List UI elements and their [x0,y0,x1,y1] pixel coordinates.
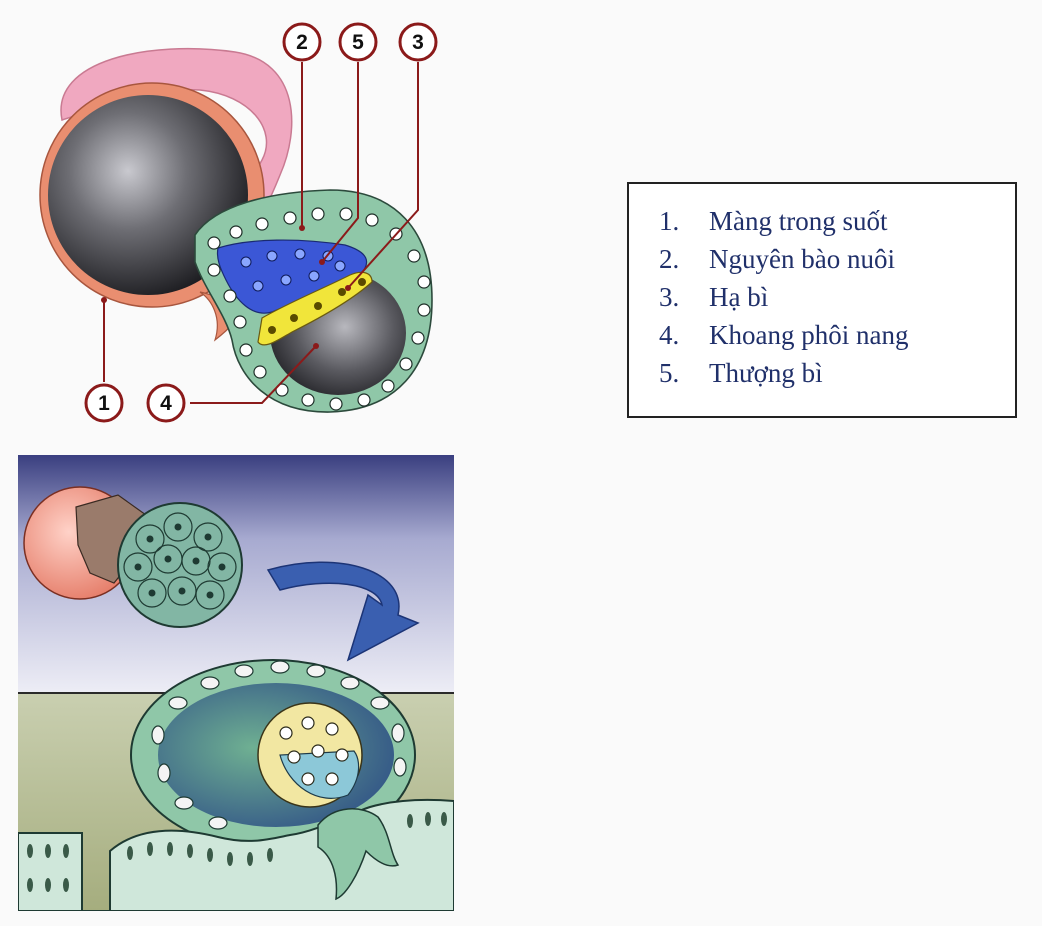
legend-item: 1. Màng trong suốt [659,202,1015,240]
legend-item: 2. Nguyên bào nuôi [659,240,1015,278]
svg-text:5: 5 [352,31,364,54]
cell-nuclei [207,207,431,411]
epithelial-nuclei [27,812,447,892]
leader-lines [103,62,419,404]
curved-arrow [266,561,420,662]
legend-item-number: 5. [659,358,680,388]
morula-nuclei [134,523,226,599]
legend-item-number: 2. [659,244,680,274]
outer-cell-nuclei [151,660,407,830]
callout-5: 5 [338,22,378,62]
legend-item-number: 4. [659,320,680,350]
icm-nuclei [279,716,349,786]
callout-2: 2 [282,22,322,62]
syncytial-projection [317,808,400,901]
legend-item-label: Thượng bì [709,358,823,388]
inner-cell-mass-lower [279,750,360,799]
legend-item: 3. Hạ bì [659,278,1015,316]
leader-dots [101,225,351,349]
morula-cells [123,512,237,610]
legend-item: 4. Khoang phôi nang [659,316,1015,354]
legend-item-label: Màng trong suốt [709,206,888,236]
implantation-illustration [18,455,454,911]
svg-text:4: 4 [160,392,172,415]
callout-3: 3 [398,22,438,62]
legend-item-label: Nguyên bào nuôi [709,244,895,274]
svg-text:3: 3 [412,31,424,54]
legend-item-number: 1. [659,206,680,236]
svg-text:2: 2 [296,31,308,54]
hypoblast-nuclei [268,278,366,334]
callout-1: 1 [84,383,124,423]
legend-item-label: Hạ bì [709,282,769,312]
callout-4: 4 [146,383,186,423]
svg-text:1: 1 [98,392,110,415]
blastocyst-hatching-diagram: 2 5 3 1 4 [39,22,438,423]
legend-item-label: Khoang phôi nang [709,320,909,350]
legend-list: 1. Màng trong suốt 2. Nguyên bào nuôi 3. Hạ… [629,184,1015,392]
legend-item-number: 3. [659,282,680,312]
legend-box: 1. Màng trong suốt 2. Nguyên bào nuôi 3. Hạ… [627,182,1017,418]
legend-item: 5. Thượng bì [659,354,1015,392]
